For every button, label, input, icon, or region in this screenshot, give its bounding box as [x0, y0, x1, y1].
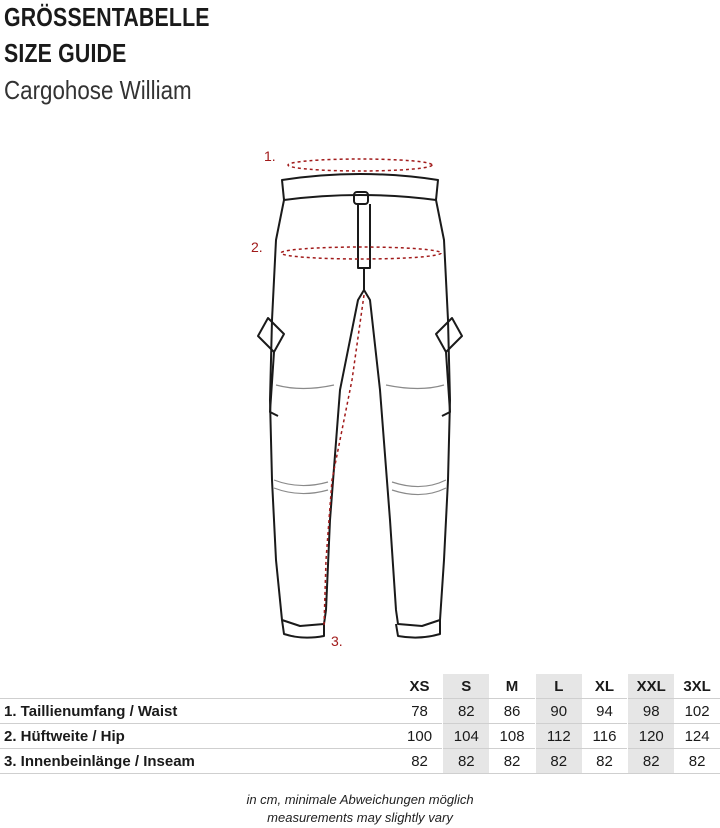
size-header-xs: XS	[409, 677, 430, 695]
callout-inseam: 3.	[331, 633, 343, 649]
note-english: measurements may slightly vary	[267, 810, 453, 825]
table-cell: 94	[581, 698, 628, 724]
table-header-row: XS S M L XL XXL 3XL	[0, 674, 720, 699]
table-cell: 104	[442, 723, 490, 749]
row-label-hip: 2. Hüftweite / Hip	[0, 723, 397, 749]
table-row: 3. Innenbeinlänge / Inseam 82 82 82 82 8…	[0, 748, 720, 774]
table-cell: 90	[534, 698, 582, 724]
size-header-xl: XL	[594, 677, 615, 695]
table-cell: 82	[442, 748, 490, 774]
table-cell: 100	[396, 723, 443, 749]
row-label-inseam: 3. Innenbeinlänge / Inseam	[0, 748, 397, 774]
table-header-empty	[0, 674, 397, 699]
size-header-3xl: 3XL	[683, 677, 711, 695]
table-cell: 82	[674, 748, 720, 774]
table-cell: 124	[674, 723, 720, 749]
table-cell: 82	[581, 748, 628, 774]
table-cell: 86	[489, 698, 536, 724]
callout-hip: 2.	[251, 239, 263, 255]
note-german: in cm, minimale Abweichungen möglich	[246, 792, 474, 807]
product-name: Cargohose William	[4, 75, 192, 105]
table-cell: 82	[442, 698, 490, 724]
table-cell: 112	[534, 723, 582, 749]
size-header-l: L	[534, 674, 582, 699]
table-cell: 102	[674, 698, 720, 724]
table-cell: 78	[396, 698, 443, 724]
table-cell: 82	[489, 748, 536, 774]
row-label-waist: 1. Taillienumfang / Waist	[0, 698, 397, 724]
page-subtitle: SIZE GUIDE	[4, 38, 127, 68]
table-row: 2. Hüftweite / Hip 100 104 108 112 116 1…	[0, 723, 720, 749]
table-cell: 120	[627, 723, 675, 749]
table-cell: 108	[489, 723, 536, 749]
table-cell: 82	[396, 748, 443, 774]
page-title: GRÖSSENTABELLE	[4, 2, 210, 32]
table-cell: 98	[627, 698, 675, 724]
size-header-s: S	[442, 674, 490, 699]
table-cell: 82	[627, 748, 675, 774]
callout-waist: 1.	[264, 148, 276, 164]
size-table: XS S M L XL XXL 3XL 1. Taillienumfang / …	[0, 674, 720, 774]
size-header-m: M	[505, 677, 519, 695]
size-header-xxl: XXL	[627, 674, 675, 699]
table-row: 1. Taillienumfang / Waist 78 82 86 90 94…	[0, 698, 720, 724]
table-cell: 82	[534, 748, 582, 774]
cargo-pants-icon	[257, 158, 463, 639]
table-cell: 116	[581, 723, 628, 749]
